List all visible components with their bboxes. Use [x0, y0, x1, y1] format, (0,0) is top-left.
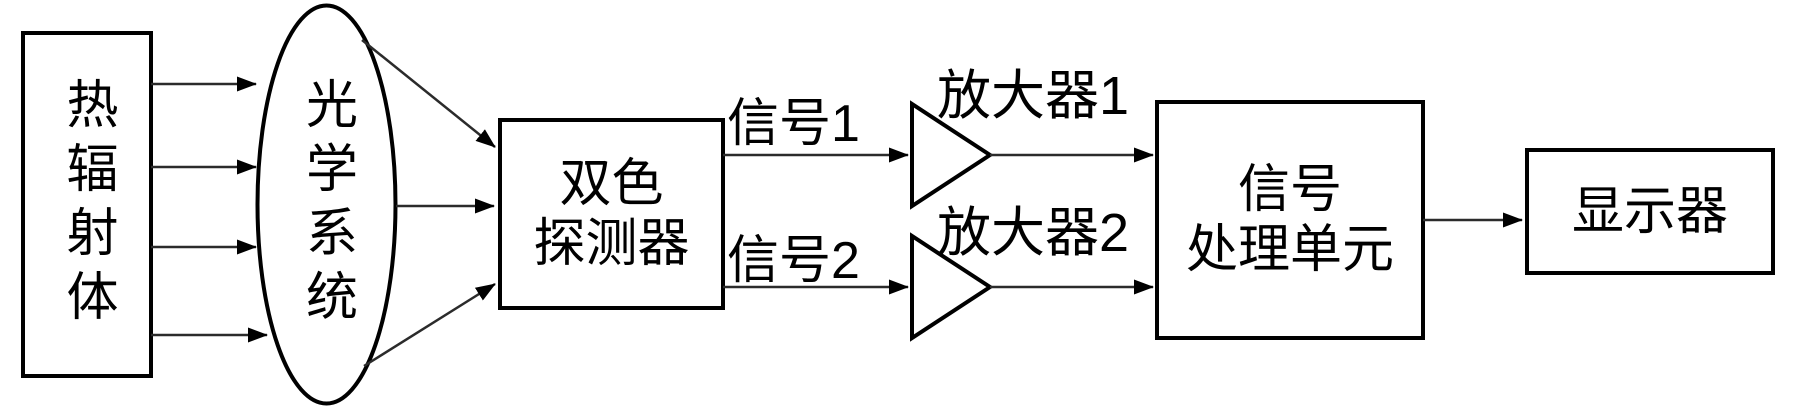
processor-box: [1155, 100, 1425, 340]
display-box: [1525, 148, 1775, 275]
optics-to-detector-arrow-bottom: [363, 282, 496, 368]
radiator-box: [21, 31, 153, 378]
amplifier1-triangle: [910, 100, 994, 210]
optics-ellipse: [255, 3, 398, 406]
detector-box: [498, 118, 725, 310]
optics-to-detector-arrow-top: [361, 39, 496, 148]
amplifier2-triangle: [910, 232, 994, 342]
